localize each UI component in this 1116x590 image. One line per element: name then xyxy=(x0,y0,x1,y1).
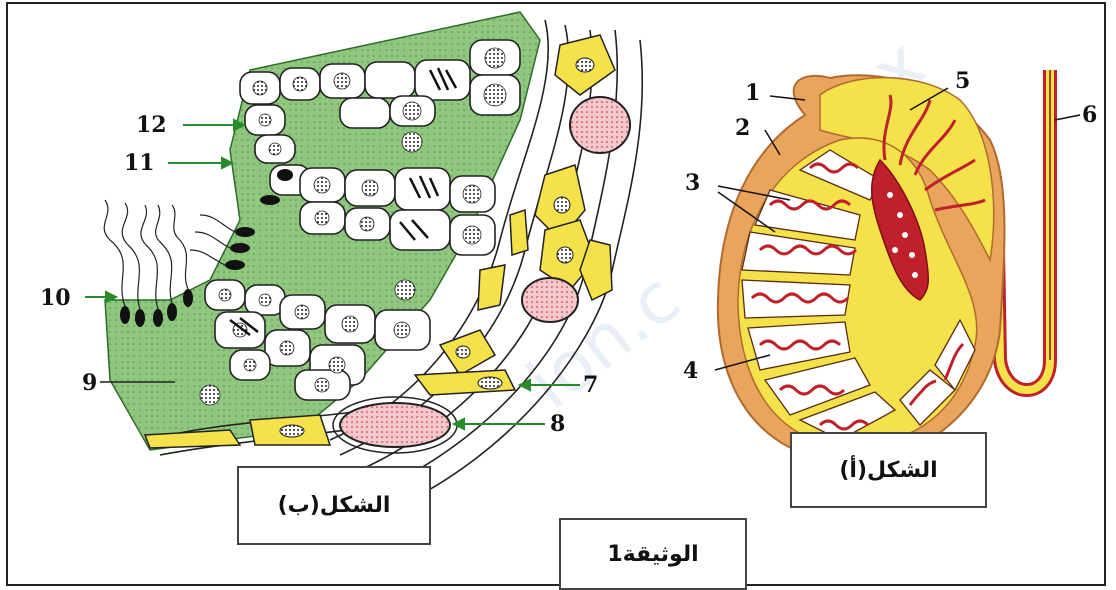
figure-b-tubule-section: 12 11 10 9 7 8 xyxy=(40,12,642,495)
label-5: 5 xyxy=(955,68,970,94)
blood-vessel-8 xyxy=(340,403,450,447)
label-9: 9 xyxy=(82,370,97,396)
figure-a-caption: الشكل(أ) xyxy=(790,432,987,508)
label-6: 6 xyxy=(1082,102,1097,128)
label-11: 11 xyxy=(124,150,155,176)
document-caption: الوثيقة1 xyxy=(559,518,747,590)
figure-b-caption: الشكل(ب) xyxy=(237,466,431,545)
label-1: 1 xyxy=(745,80,760,106)
label-2: 2 xyxy=(735,115,750,141)
label-12: 12 xyxy=(136,112,167,138)
label-7: 7 xyxy=(583,372,598,398)
label-8: 8 xyxy=(550,411,565,437)
figure-a-testis-section: 1 2 3 4 5 6 xyxy=(683,68,1097,462)
label-3: 3 xyxy=(685,170,700,196)
label-4: 4 xyxy=(683,358,698,384)
label-10: 10 xyxy=(40,285,71,311)
